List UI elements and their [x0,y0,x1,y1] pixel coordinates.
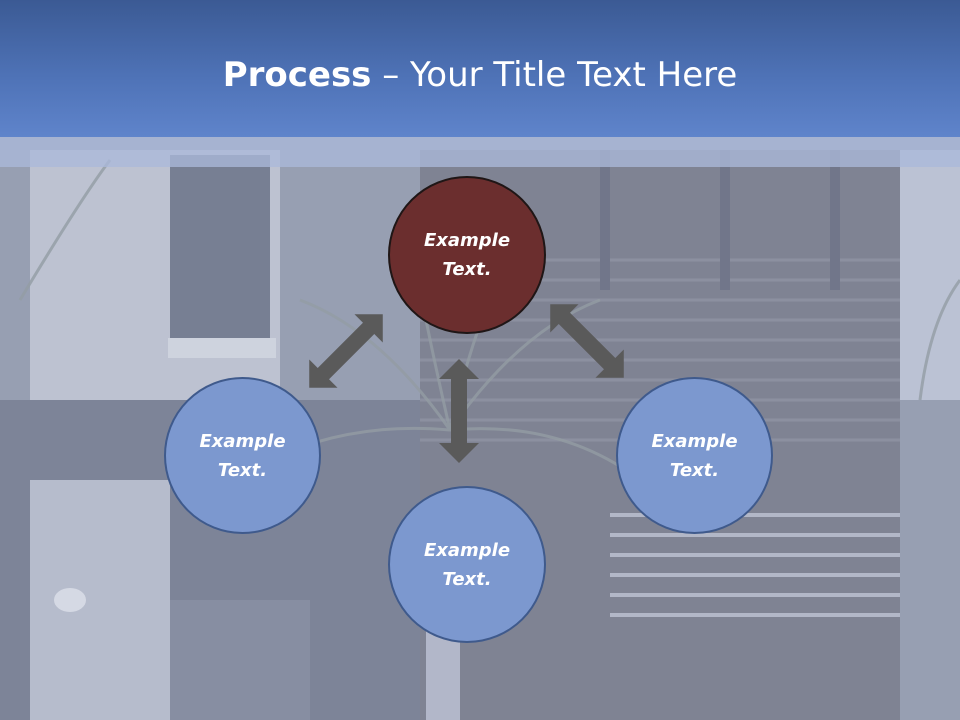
slide-title: Process – Your Title Text Here [0,52,960,98]
node-left: Example Text. [164,377,321,534]
arrow-top-left [295,300,397,402]
arrow-top-right [536,290,638,392]
title-strip [0,137,960,167]
title-bar [0,0,960,137]
node-bottom: Example Text. [388,486,546,643]
arrow-center-vertical [439,359,479,463]
node-top-line2: Text. [442,259,492,280]
node-right: Example Text. [616,377,773,534]
node-top: Example Text. [388,176,546,334]
title-rest: – Your Title Text Here [371,55,738,95]
node-right-line2: Text. [669,459,720,481]
title-bold: Process [222,55,372,95]
node-bottom-line2: Text. [442,568,492,590]
node-left-line1: Example [199,430,286,452]
node-bottom-line1: Example [423,539,511,561]
node-left-line2: Text. [217,459,268,481]
node-top-line1: Example [423,230,511,251]
node-right-line1: Example [651,430,738,452]
